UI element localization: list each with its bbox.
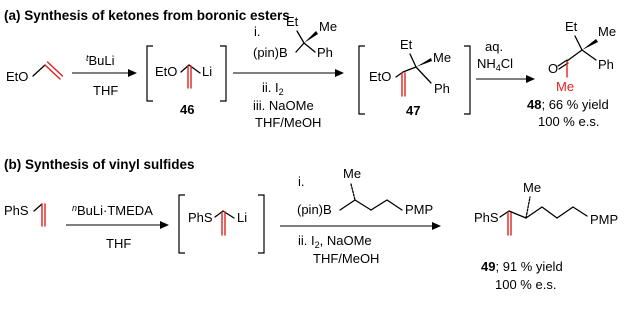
label-pmp: PMP (590, 212, 618, 227)
bond (402, 66, 417, 73)
heading-b: (b) Synthesis of vinyl sulfides (4, 157, 195, 172)
wedge-bond (304, 31, 318, 43)
step-a1: tBuLi THF (72, 53, 137, 98)
vinyl-bond (44, 64, 61, 80)
reagent-tbuli: tBuLi (86, 53, 115, 68)
intermediate-46: EtO Li 46 (146, 45, 227, 117)
bond (415, 66, 432, 84)
label-phs: PhS (4, 203, 29, 218)
solvent-thf: THF (93, 83, 118, 98)
bond (354, 199, 372, 211)
hash-bond (525, 196, 531, 219)
label-pmp: PMP (405, 202, 433, 217)
bond (556, 206, 574, 219)
hash-bond (350, 183, 356, 201)
bond (386, 199, 403, 211)
label-eto: EtO (155, 64, 177, 79)
product-yield: 48; 66 % yield (527, 97, 609, 112)
label-me-red: Me (556, 79, 574, 94)
step-label-ii: ii. I2, NaOMe (298, 233, 372, 250)
product-es: 100 % e.s. (538, 114, 599, 129)
bond (295, 42, 305, 53)
scheme-a: (a) Synthesis of ketones from boronic es… (4, 8, 616, 130)
step-b2: i. Me (pin)B PMP ii. I2, NaOMe THF/MeOH (280, 166, 441, 266)
bracket-left (146, 45, 153, 102)
step-label-iii: iii. NaOMe (253, 98, 314, 113)
label-pinb: (pin)B (297, 202, 332, 217)
reagent-nbuli-tmeda: nBuLi·TMEDA (72, 203, 153, 218)
solvent-thf-meoh: THF/MeOH (313, 251, 379, 266)
step-label-i: i. (254, 24, 261, 39)
bond (409, 53, 417, 68)
label-li: Li (202, 64, 212, 79)
bond (525, 206, 543, 219)
step-label-i: i. (298, 174, 305, 189)
reagent-aq: aq. (485, 39, 503, 54)
reagent-nh4cl: NH4Cl (477, 56, 513, 73)
step-b1: nBuLi·TMEDA THF (66, 203, 169, 251)
bond (296, 30, 305, 44)
bond (339, 199, 356, 211)
bond (303, 42, 316, 53)
bracket-right (464, 45, 471, 115)
label-me: Me (343, 166, 361, 181)
label-ph: Ph (434, 81, 450, 96)
product-yield: 49; 91 % yield (481, 259, 563, 274)
intermediate-47: Et Me Ph EtO 47 (358, 37, 471, 118)
bracket-right (258, 194, 265, 254)
step-label-ii: ii. I2 (262, 80, 284, 97)
label-me: Me (523, 180, 541, 195)
label-ph: Ph (317, 45, 333, 60)
scheme-b: (b) Synthesis of vinyl sulfides PhS nBuL… (4, 157, 618, 292)
label-eto: EtO (369, 69, 391, 84)
phenyl-vinyl-sulfide: PhS (4, 203, 46, 227)
label-phs: PhS (188, 210, 213, 225)
bond (508, 210, 527, 219)
wedge-bond (582, 39, 598, 50)
lithiated-vinyl-sulfide: PhS Li (178, 194, 265, 254)
solvent-thf-meoh: THF/MeOH (255, 115, 321, 130)
label-o: O (548, 61, 558, 76)
compound-number: 47 (406, 103, 420, 118)
bond (33, 203, 43, 212)
label-et: Et (400, 37, 413, 52)
bond (557, 59, 568, 67)
product-48: Et Me Ph O Me 48; 66 % yield 100 % e.s. (527, 19, 616, 129)
label-li: Li (237, 210, 247, 225)
label-me: Me (319, 19, 337, 34)
bracket-left (358, 45, 365, 115)
bond (541, 206, 558, 219)
label-eto: EtO (6, 69, 28, 84)
bracket-left (178, 194, 185, 254)
solvent-thf: THF (106, 236, 131, 251)
bond (32, 64, 46, 77)
label-ph: Ph (598, 57, 614, 72)
bond (581, 49, 597, 61)
ethyl-vinyl-ether: EtO (6, 61, 64, 84)
label-phs: PhS (474, 210, 499, 225)
label-me: Me (433, 50, 451, 65)
compound-number: 46 (180, 102, 194, 117)
bond (572, 206, 588, 217)
bond (370, 199, 388, 211)
label-me: Me (598, 24, 616, 39)
label-et: Et (286, 14, 299, 29)
label-et: Et (565, 19, 578, 34)
step-a2: i. Et Me (pin)B Ph ii. I2 iii. NaOMe THF… (233, 14, 344, 130)
bracket-right (220, 45, 227, 102)
product-49: PhS Me PMP 49; 91 % yield 100 % e.s. (474, 180, 618, 292)
step-a3: aq. NH4Cl (476, 39, 535, 83)
bond (574, 35, 583, 51)
wedge-bond (416, 58, 432, 67)
vinyl-bond (46, 61, 64, 77)
product-es: 100 % e.s. (495, 277, 556, 292)
bond (566, 49, 583, 62)
label-pinb: (pin)B (253, 45, 288, 60)
heading-a: (a) Synthesis of ketones from boronic es… (4, 8, 290, 23)
